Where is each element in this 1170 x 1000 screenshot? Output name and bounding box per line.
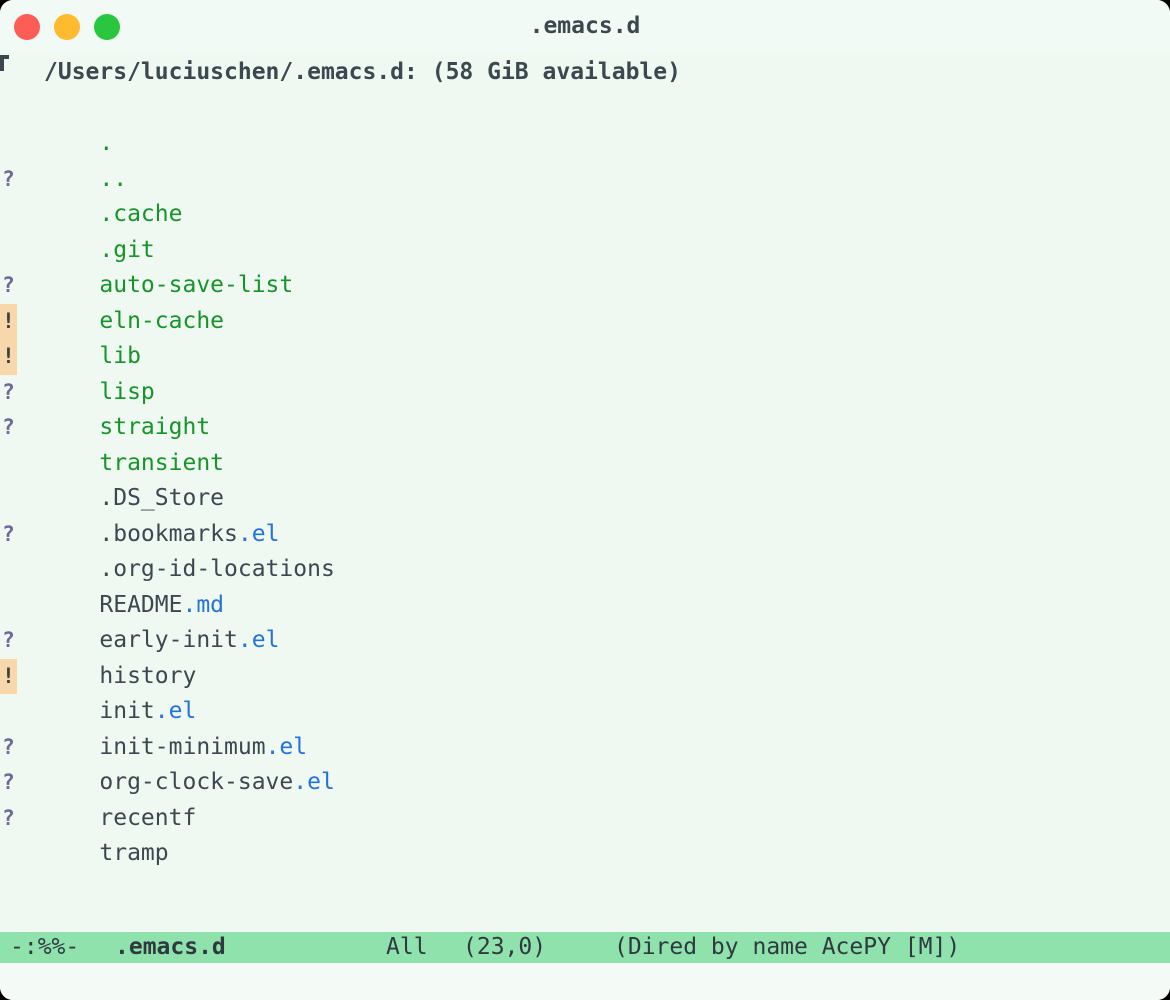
entry-name[interactable]: history [99,662,197,689]
entry-name[interactable]: .cache [99,201,183,227]
alert-mark-icon: ! [0,658,17,694]
buffer-start-fringe-icon [0,55,9,71]
question-mark-icon: ? [2,770,15,794]
entry-name[interactable]: auto-save-list [99,272,294,298]
question-mark-icon: ? [2,415,15,439]
entry-name[interactable]: README [99,591,183,618]
entry-extension[interactable]: .el [265,733,308,760]
dired-entry[interactable]: . [0,91,1170,156]
question-mark-icon: ? [2,379,15,404]
dired-header-line: /Users/luciuschen/.emacs.d: (58 GiB avai… [44,59,681,85]
entry-name[interactable]: org-clock-save [99,769,294,795]
modeline-status: -:%%- [10,934,80,960]
titlebar: .emacs.d [0,0,1170,53]
dired-entry[interactable]: ? tramp [0,801,1170,867]
dired-entry[interactable]: .git [0,197,1170,263]
question-mark-icon: ? [2,628,15,652]
dired-entry[interactable]: auto-save-list [0,233,1170,298]
echo-area[interactable] [0,963,1170,1000]
zoom-button[interactable] [94,14,120,40]
question-mark-icon: ? [2,521,15,546]
entry-name[interactable]: early-init [99,627,238,653]
entry-name[interactable]: straight [99,414,211,440]
entry-extension[interactable]: .el [293,769,335,795]
minimize-button[interactable] [54,14,80,40]
entry-name[interactable]: transient [99,449,225,476]
dired-entry[interactable]: .bookmarks.el [0,481,1170,547]
no-mark [0,481,17,517]
entry-name[interactable]: recentf [99,804,197,831]
dired-entry[interactable]: ?org-clock-save.el [0,730,1170,796]
no-mark [0,552,17,588]
entry-name[interactable]: eln-cache [99,307,225,334]
alert-mark-icon: ! [0,303,17,339]
entry-extension[interactable]: .el [154,698,197,724]
entry-extension[interactable]: .el [237,520,280,547]
no-mark [0,91,17,127]
question-mark-icon: ? [2,734,15,759]
dired-entry[interactable]: ? eln-cache [0,268,1170,334]
entry-name[interactable]: .. [99,165,128,192]
entry-name[interactable]: init-minimum [99,733,266,760]
question-mark-icon: ? [2,273,15,297]
no-mark [0,446,17,482]
no-mark [0,126,17,162]
question-mark-icon: ? [2,166,15,191]
dired-entry[interactable]: .. [0,126,1170,192]
no-mark [0,197,17,233]
no-mark [0,588,17,624]
entry-name[interactable]: init [99,698,155,724]
dired-entry[interactable]: ! init.el [0,658,1170,724]
dired-entry[interactable]: .DS_Store [0,446,1170,511]
dired-entry[interactable]: ? straight [0,375,1170,441]
entry-name[interactable]: .git [99,236,155,263]
close-button[interactable] [14,14,40,40]
question-mark-icon: ? [2,805,15,830]
traffic-lights [14,14,120,40]
dired-entry[interactable]: early-init.el [0,588,1170,653]
dired-entry[interactable]: ? .cache [0,162,1170,228]
dired-entry[interactable]: ! lisp [0,339,1170,405]
no-mark [0,694,17,730]
mode-line: -:%%- .emacs.d All (23,0) (Dired by name… [0,932,1170,963]
entry-name[interactable]: . [99,130,114,156]
modeline-cursor-position: (23,0) [463,934,547,960]
entry-extension[interactable]: .el [237,627,280,653]
modeline-buffer-name: .emacs.d [115,934,226,960]
entry-name[interactable]: .bookmarks [99,520,238,547]
entry-name[interactable]: .org-id-locations [99,556,335,582]
dired-entry[interactable]: ? history [0,623,1170,689]
dired-entry[interactable]: ? recentf [0,765,1170,831]
dired-entry[interactable]: ! lib [0,303,1170,369]
dired-entry[interactable]: init-minimum.el [0,694,1170,760]
entry-name[interactable]: lib [99,343,141,369]
entry-name[interactable]: lisp [99,378,155,405]
modeline-major-minor-modes: (Dired by name AcePY [M]) [614,934,961,960]
dired-entry[interactable]: README.md [0,552,1170,618]
dired-entry-list: . .. ? .cache .git auto-save-list ? eln-ca… [0,91,1170,867]
window-title: .emacs.d [529,13,641,39]
dired-entry[interactable]: ? .org-id-locations [0,517,1170,583]
dired-entry[interactable]: ? transient [0,410,1170,476]
alert-mark-icon: ! [0,339,17,375]
dired-buffer: /Users/luciuschen/.emacs.d: (58 GiB avai… [0,53,1170,932]
modeline-scroll-position: All [386,934,428,960]
entry-name[interactable]: .DS_Store [99,485,225,511]
entry-name[interactable]: tramp [99,840,169,866]
no-mark [0,233,17,269]
entry-extension[interactable]: .md [182,591,225,618]
